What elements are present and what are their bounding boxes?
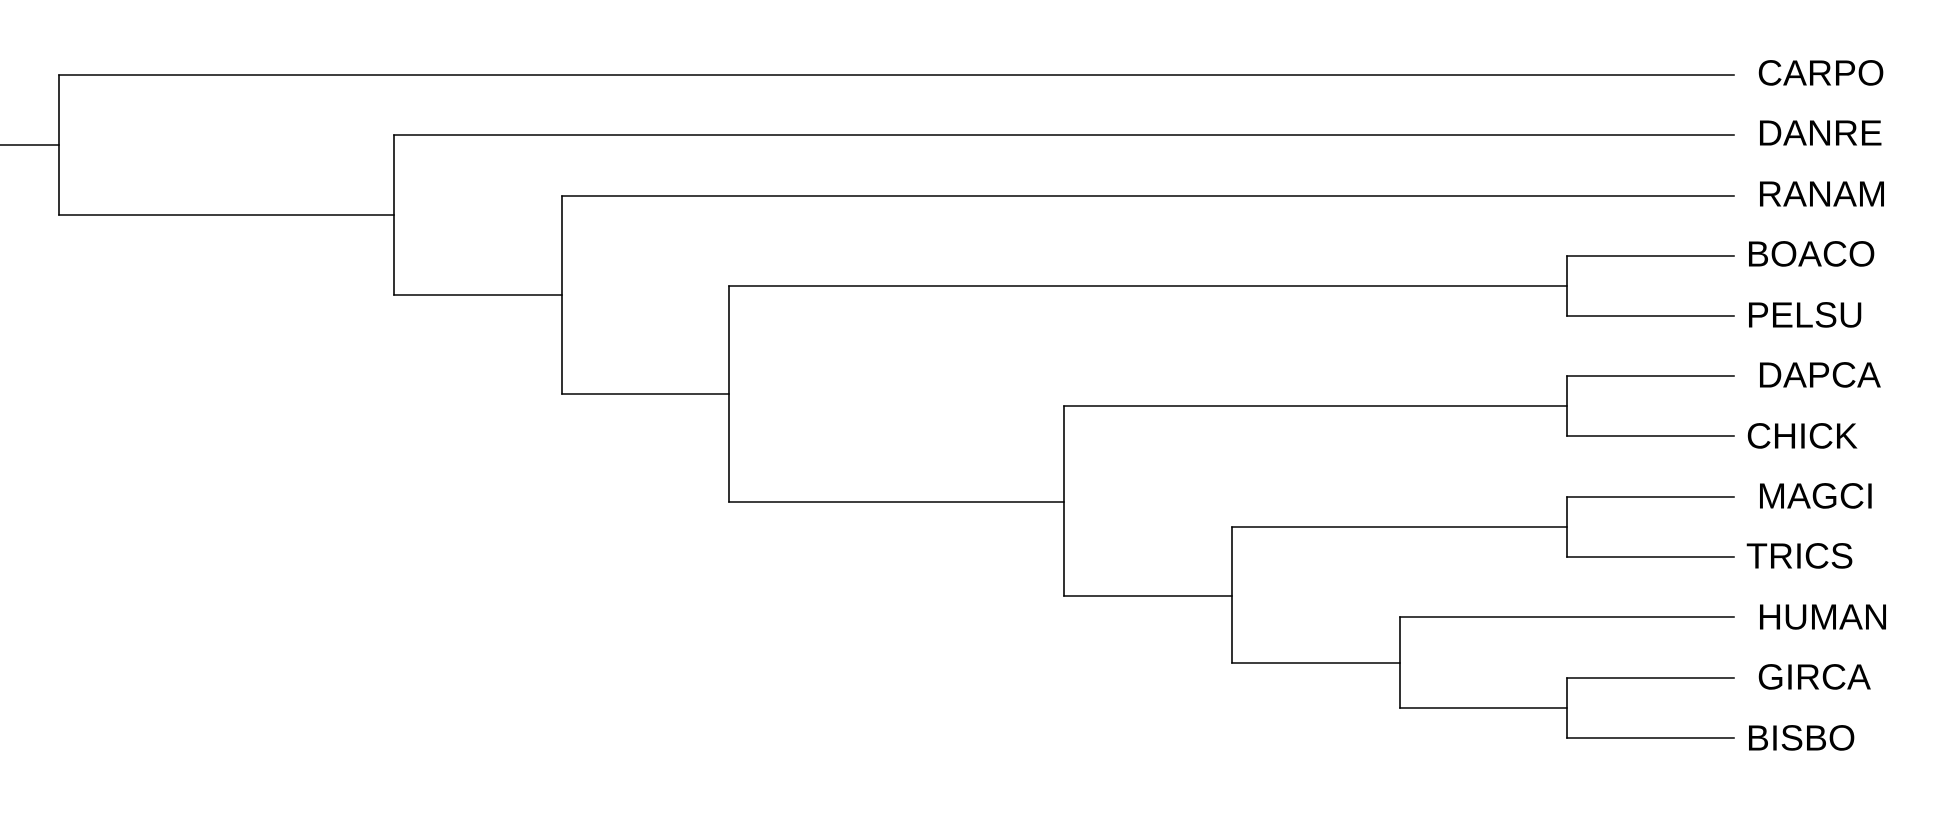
taxon-label-pelsu: PELSU (1746, 295, 1864, 336)
taxon-label-ranam: RANAM (1757, 174, 1887, 215)
taxon-label-magci: MAGCI (1757, 476, 1875, 517)
taxon-label-chick: CHICK (1746, 416, 1858, 457)
taxon-labels: CARPO DANRE RANAM BOACO PELSU DAPCA CHIC… (1746, 53, 1889, 759)
taxon-label-dapca: DAPCA (1757, 355, 1881, 396)
tree-branches (0, 74, 1735, 739)
taxon-label-girca: GIRCA (1757, 657, 1871, 698)
taxon-label-trics: TRICS (1746, 536, 1854, 577)
taxon-label-carpo: CARPO (1757, 53, 1885, 94)
taxon-label-human: HUMAN (1757, 597, 1889, 638)
taxon-label-bisbo: BISBO (1746, 718, 1856, 759)
taxon-label-danre: DANRE (1757, 113, 1883, 154)
taxon-label-boaco: BOACO (1746, 234, 1876, 275)
